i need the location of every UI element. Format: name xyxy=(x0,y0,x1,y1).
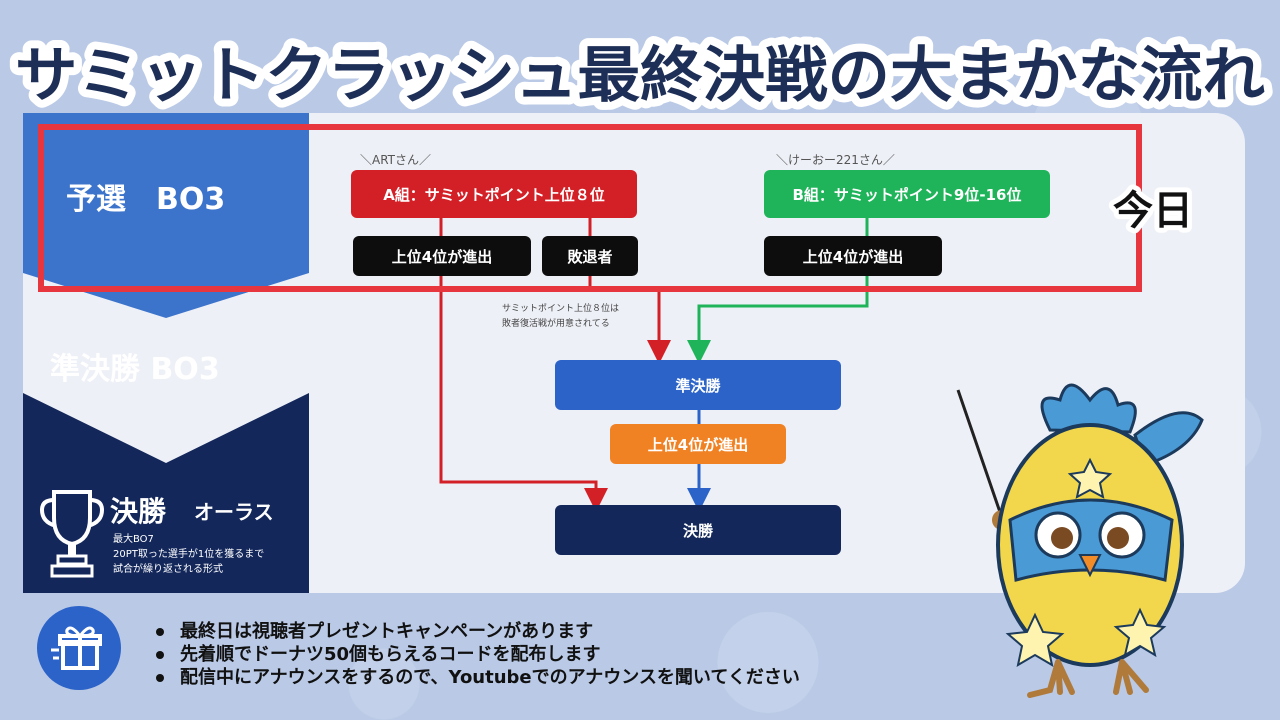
announcement-item: 最終日は視聴者プレゼントキャンペーンがあります xyxy=(150,620,800,643)
today-label: 今日 xyxy=(1098,178,1208,239)
stage-label-qualifier: 予選 BO3 xyxy=(66,182,226,217)
announcement-item: 配信中にアナウンスをするので、Youtubeでのアナウンスを聞いてください xyxy=(150,666,800,689)
today-label-text: 今日 xyxy=(1113,188,1193,234)
group-b-host: ＼けーおー221さん／ xyxy=(776,153,895,167)
announcement-list: 最終日は視聴者プレゼントキャンペーンがあります 先着順でドーナツ50個もらえるコ… xyxy=(150,620,800,689)
group-a-losers-box: 敗退者 xyxy=(542,236,638,276)
final-note: 試合が繰り返される形式 xyxy=(113,564,223,575)
stage-band-qualifier xyxy=(23,113,309,318)
group-a-advance-box: 上位4位が進出 xyxy=(353,236,531,276)
page-title: サミットクラッシュ最終決戦の大まかな流れ xyxy=(0,20,1280,120)
final-note: 20PT取った選手が1位を獲るまで xyxy=(113,549,265,560)
stage-label-final-sub: オーラス xyxy=(194,500,274,524)
final-notes: 最大BO7 20PT取った選手が1位を獲るまで 試合が繰り返される形式 xyxy=(113,532,264,577)
stage-label-semifinal: 準決勝 BO3 xyxy=(50,352,220,387)
mascot-bird-illustration xyxy=(940,370,1240,700)
losers-note: サミットポイント上位８位は 敗者復活戦が用意されてる xyxy=(502,302,619,332)
trophy-icon xyxy=(39,488,105,584)
losers-note-line: サミットポイント上位８位は xyxy=(502,304,620,314)
semifinal-box: 準決勝 xyxy=(555,360,841,410)
today-highlight-frame xyxy=(38,124,1142,292)
stage-label-final: 決勝 xyxy=(110,495,167,528)
group-b-box: B組：サミットポイント9位-16位 xyxy=(764,170,1050,218)
group-a-host: ＼ARTさん／ xyxy=(360,153,432,167)
semi-advance-box: 上位4位が進出 xyxy=(610,424,786,464)
group-a-box: A組：サミットポイント上位８位 xyxy=(351,170,637,218)
final-box: 決勝 xyxy=(555,505,841,555)
group-b-advance-box: 上位4位が進出 xyxy=(764,236,942,276)
gift-icon xyxy=(37,606,121,690)
losers-note-line: 敗者復活戦が用意されてる xyxy=(502,319,610,329)
announcement-item: 先着順でドーナツ50個もらえるコードを配布します xyxy=(150,643,800,666)
final-note: 最大BO7 xyxy=(113,534,154,545)
page-title-text: サミットクラッシュ最終決戦の大まかな流れ xyxy=(15,41,1265,111)
